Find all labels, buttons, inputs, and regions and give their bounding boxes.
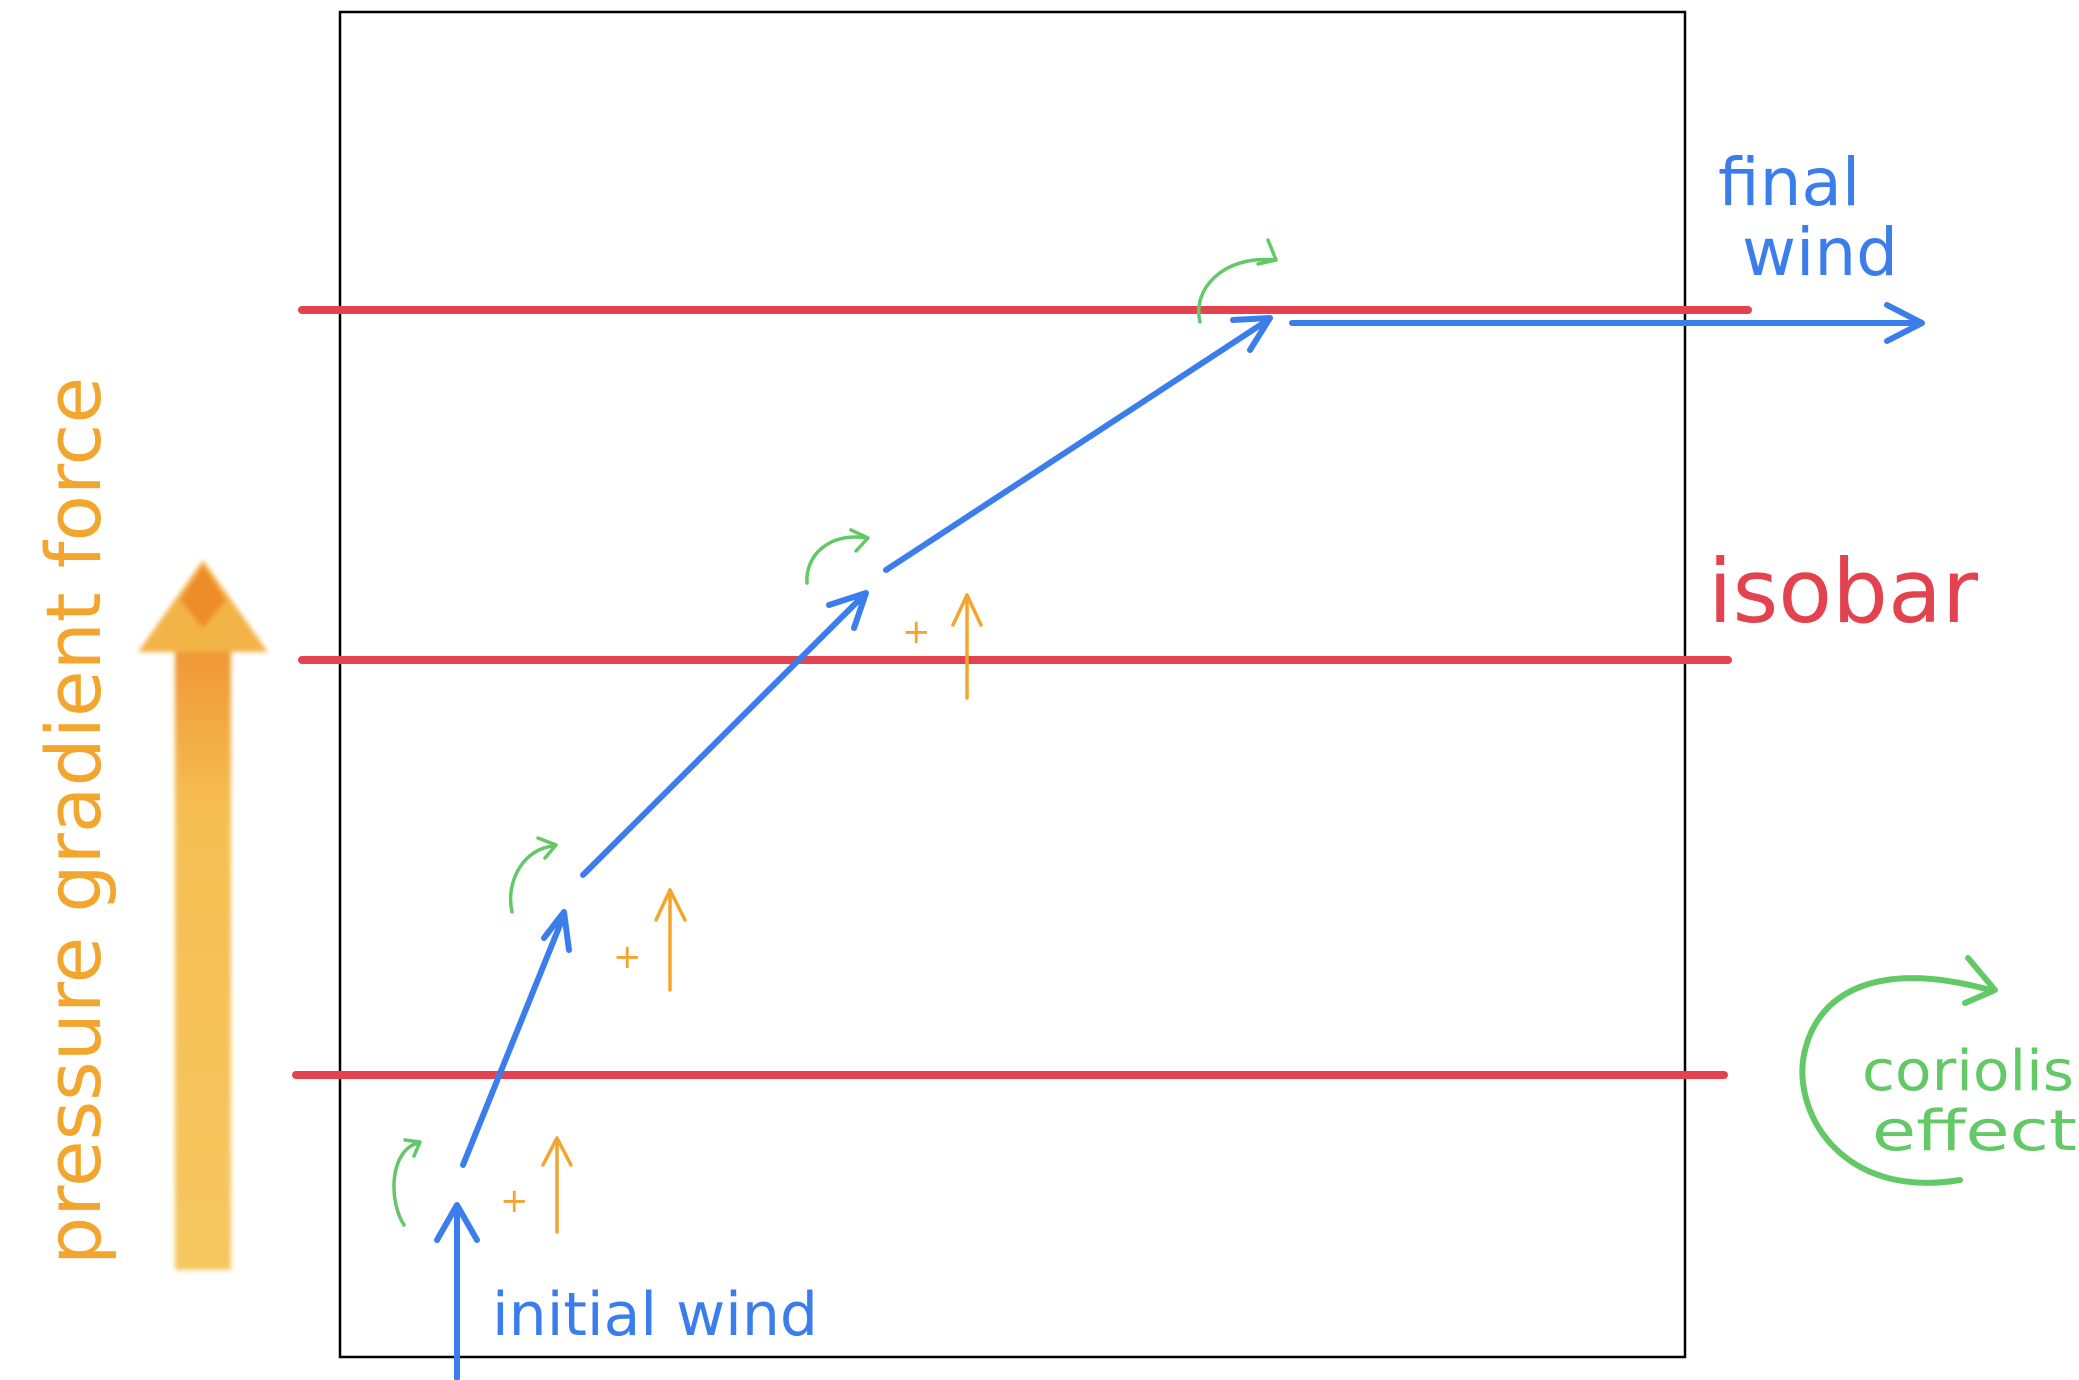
wind-vector-2 <box>580 590 869 878</box>
isobar-label: isobar <box>1708 540 1979 643</box>
up-arrow-icon <box>541 1136 573 1234</box>
pressure-gradient-force-label: pressure gradient force <box>29 377 118 1265</box>
curved-arrow-icon <box>508 836 558 914</box>
wind-vector-3 <box>883 315 1273 573</box>
isobar-lines <box>292 306 1752 1079</box>
up-arrow-icon <box>951 593 983 700</box>
plus-signs: + + + <box>500 612 931 1221</box>
final-wind-label-line1: final <box>1718 144 1860 221</box>
curved-arrow-icon <box>392 1138 422 1227</box>
diagram-frame <box>338 10 1687 1359</box>
pressure-gradient-arrow <box>138 560 268 1270</box>
pressure-increments <box>541 593 983 1234</box>
coriolis-label-line2: effect <box>1872 1099 2077 1164</box>
curved-arrow-icon <box>1197 238 1278 324</box>
coriolis-circle-icon <box>1799 955 1998 1186</box>
coriolis-effect-label: coriolis effect <box>1862 1039 2077 1164</box>
up-arrow-icon <box>654 888 687 992</box>
initial-wind-arrow <box>434 1202 480 1380</box>
initial-wind-label: initial wind <box>492 1280 818 1350</box>
plus-sign: + <box>500 1181 529 1221</box>
plus-sign: + <box>902 612 931 652</box>
final-wind-label-line2: wind <box>1742 214 1898 291</box>
plus-sign: + <box>613 937 642 977</box>
coriolis-label-line1: coriolis <box>1862 1039 2074 1104</box>
final-wind-arrow <box>1289 302 1925 344</box>
final-wind-label: final wind <box>1718 144 1898 291</box>
wind-vector-1 <box>460 909 572 1168</box>
curved-arrow-icon <box>805 528 870 585</box>
wind-arrows <box>434 302 1925 1380</box>
coriolis-markers <box>392 238 1278 1227</box>
